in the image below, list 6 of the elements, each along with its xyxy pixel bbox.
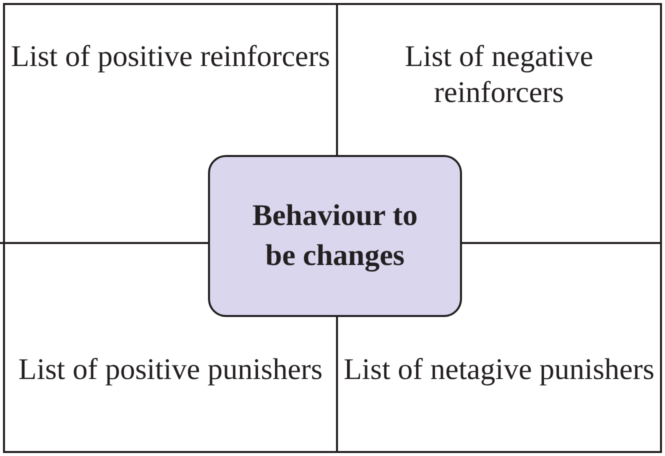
list-label: List of negative reinforcers [404, 39, 594, 111]
list-label: List of netagive punishers [342, 352, 656, 388]
list-label: List of positive punishers [17, 352, 324, 388]
center-box [208, 155, 462, 317]
list-label: List of positive reinforcers [10, 39, 332, 75]
center-label: Behaviour to be changes [251, 198, 419, 274]
